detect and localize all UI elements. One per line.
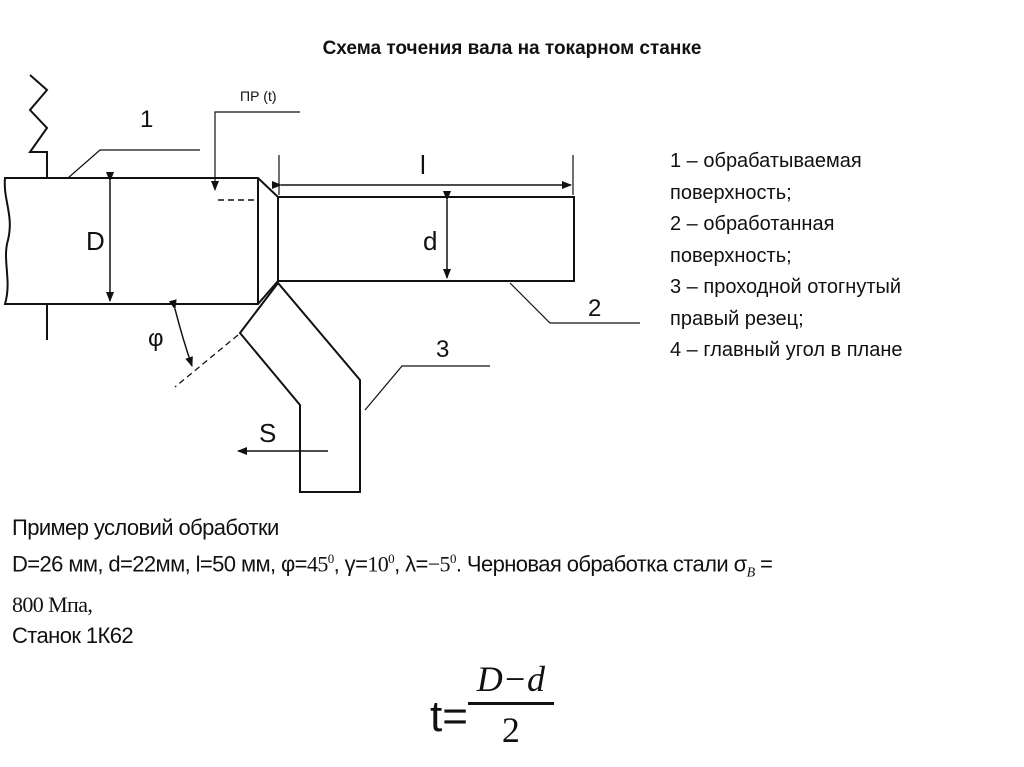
legend-line: правый резец; (670, 307, 804, 330)
example-strength: 800 Мпа, (12, 591, 93, 617)
leader-2 (509, 282, 640, 324)
fraction-bar (467, 702, 554, 705)
example-heading: Пример условий обработки (12, 515, 279, 540)
phi-arc (168, 299, 193, 367)
legend: 1 – обрабатываемая поверхность; 2 – обра… (670, 146, 903, 367)
label-2: 2 (588, 295, 602, 322)
legend-line: 3 – проходной отогнутый (670, 276, 902, 298)
leader-1 (67, 149, 200, 179)
label-1: 1 (140, 106, 154, 133)
label-l: l (420, 150, 426, 180)
legend-line: 1 – обрабатываемая (670, 150, 862, 172)
slide-title: Схема точения вала на токарном станке (322, 38, 702, 59)
formula-denominator: 2 (501, 710, 520, 750)
spring-symbol (28, 74, 49, 178)
leader-pr (211, 111, 300, 191)
depth-formula: t= D−d 2 (430, 658, 554, 751)
legend-line: 2 – обработанная (670, 213, 835, 235)
label-3: 3 (436, 336, 450, 363)
label-S: S (259, 418, 277, 448)
label-phi: φ (148, 325, 164, 352)
phi-dashed (174, 334, 239, 388)
legend-line: поверхность; (670, 181, 792, 204)
formula-lhs: t= (430, 691, 468, 741)
legend-line: 4 – главный угол в плане (670, 339, 903, 361)
legend-line: поверхность; (670, 244, 792, 267)
label-pr: ПР (t) (240, 88, 277, 104)
workpiece-shaft (3, 177, 575, 305)
leader-3 (364, 365, 490, 411)
example-conditions: Пример условий обработки D=26 мм, d=22мм… (12, 512, 773, 651)
turning-diagram (3, 74, 640, 493)
label-D: D (86, 226, 105, 256)
example-machine: Станок 1К62 (12, 622, 134, 648)
cutting-tool (238, 281, 361, 493)
example-params: D=26 мм, d=22мм, l=50 мм, φ=450, γ=100, … (12, 551, 773, 581)
label-d: d (423, 226, 438, 256)
formula-numerator: D−d (476, 659, 546, 699)
